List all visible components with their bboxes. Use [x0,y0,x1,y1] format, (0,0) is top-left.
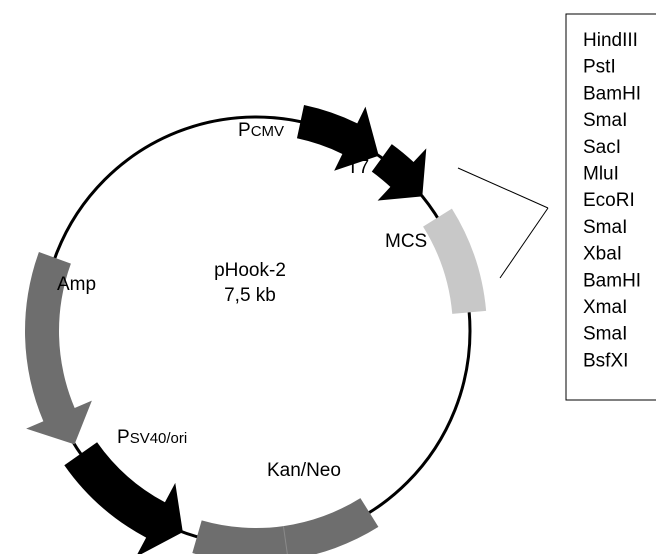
pcmv-label-prefix: P [238,120,251,141]
mcs-label: MCS [385,231,427,252]
mcs-site: BsfXI [583,350,628,371]
mcs-site: SmaI [583,217,627,238]
psv40-label-suffix: SV40/ori [130,430,188,447]
mcs-site: PstI [583,57,616,78]
mcs-site: SmaI [583,110,627,131]
mcs-site: SmaI [583,324,627,345]
kanneo-divider [282,526,288,554]
amp-label: Amp [57,274,96,295]
mcs-callout-line-top [457,167,549,209]
t7-arrow [371,144,427,201]
mcs-site: EcoRI [583,190,635,211]
psv40-label: PSV40/ori [117,427,187,448]
features-layer [25,105,487,554]
plasmid-size: 7,5 kb [224,285,276,306]
pcmv-label-suffix: CMV [251,123,284,140]
mcs-site: MluI [583,164,619,185]
pcmv-label: PCMV [238,120,284,141]
mcs-site: XmaI [583,297,627,318]
plasmid-name: pHook-2 [214,260,286,281]
mcs-sites-list: HindIII PstI BamHI SmaI SacI MluI EcoRI SmaI Xba… [583,30,641,371]
mcs-site: SacI [583,137,621,158]
mcs-callout-line-bottom [499,207,549,279]
kanneo-label: Kan/Neo [267,460,341,481]
mcs-segment [423,208,487,314]
amp-arrow [25,251,92,445]
mcs-site: XbaI [583,244,622,265]
t7-label: T7 [347,157,369,178]
mcs-sites-box [565,13,656,401]
psv40-label-prefix: P [117,427,130,448]
mcs-site: BamHI [583,270,641,291]
pcmv-arrow [296,105,379,171]
mcs-site: HindIII [583,30,638,51]
psv40-arrow [64,442,183,554]
mcs-site: BamHI [583,83,641,104]
kanneo-arrow [192,498,379,554]
